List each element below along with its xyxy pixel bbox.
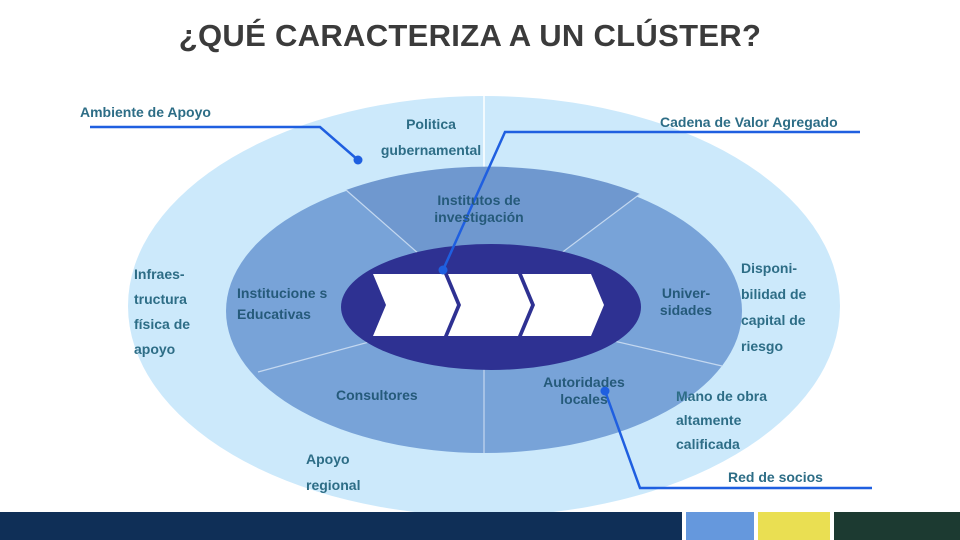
label-consultores: Consultores: [336, 387, 418, 403]
label-institutos-investigacion: Institutos de investigación: [434, 192, 524, 225]
footer-bar-green: [834, 512, 960, 540]
chevron-3: [522, 274, 604, 336]
label-universidades: Univer- sidades: [659, 285, 713, 318]
label-disponibilidad-capital: Disponi- bilidad de capital de riesgo: [741, 260, 807, 354]
callout-ambiente-de-apoyo: Ambiente de Apoyo: [80, 104, 211, 120]
middle-ring-top-segment: [346, 166, 640, 311]
callout-red-de-socios: Red de socios: [728, 469, 823, 485]
footer-bar-yellow: [758, 512, 830, 540]
chevron-1: [373, 274, 457, 336]
callout-lines: [90, 125, 872, 490]
callout-dot-cadena: [438, 265, 448, 275]
footer-bar-blue: [686, 512, 754, 540]
callout-dot-red: [600, 386, 610, 396]
callout-line-red: [603, 390, 872, 490]
slide-title: ¿QUÉ CARACTERIZA A UN CLÚSTER?: [178, 18, 762, 53]
footer-bar-navy: [0, 512, 682, 540]
callout-cadena-de-valor: Cadena de Valor Agregado: [660, 114, 838, 130]
label-infraestructura: Infraes- tructura física de apoyo: [134, 266, 191, 357]
callout-dot-ambiente: [353, 155, 363, 165]
chevron-2: [448, 274, 531, 336]
label-autoridades-locales: Autoridades locales: [543, 374, 625, 407]
callout-line-ambiente: [90, 125, 359, 161]
value-chain-chevrons: [373, 274, 604, 336]
callout-dots: [353, 155, 610, 396]
label-instituciones-educativas: Institucione s Educativas: [237, 285, 328, 322]
label-apoyo-regional: Apoyo regional: [306, 451, 361, 493]
callout-line-cadena: [441, 130, 860, 271]
label-politica-gubernamental: Politica gubernamental: [380, 116, 482, 158]
label-mano-de-obra: Mano de obra altamente calificada: [676, 388, 768, 452]
